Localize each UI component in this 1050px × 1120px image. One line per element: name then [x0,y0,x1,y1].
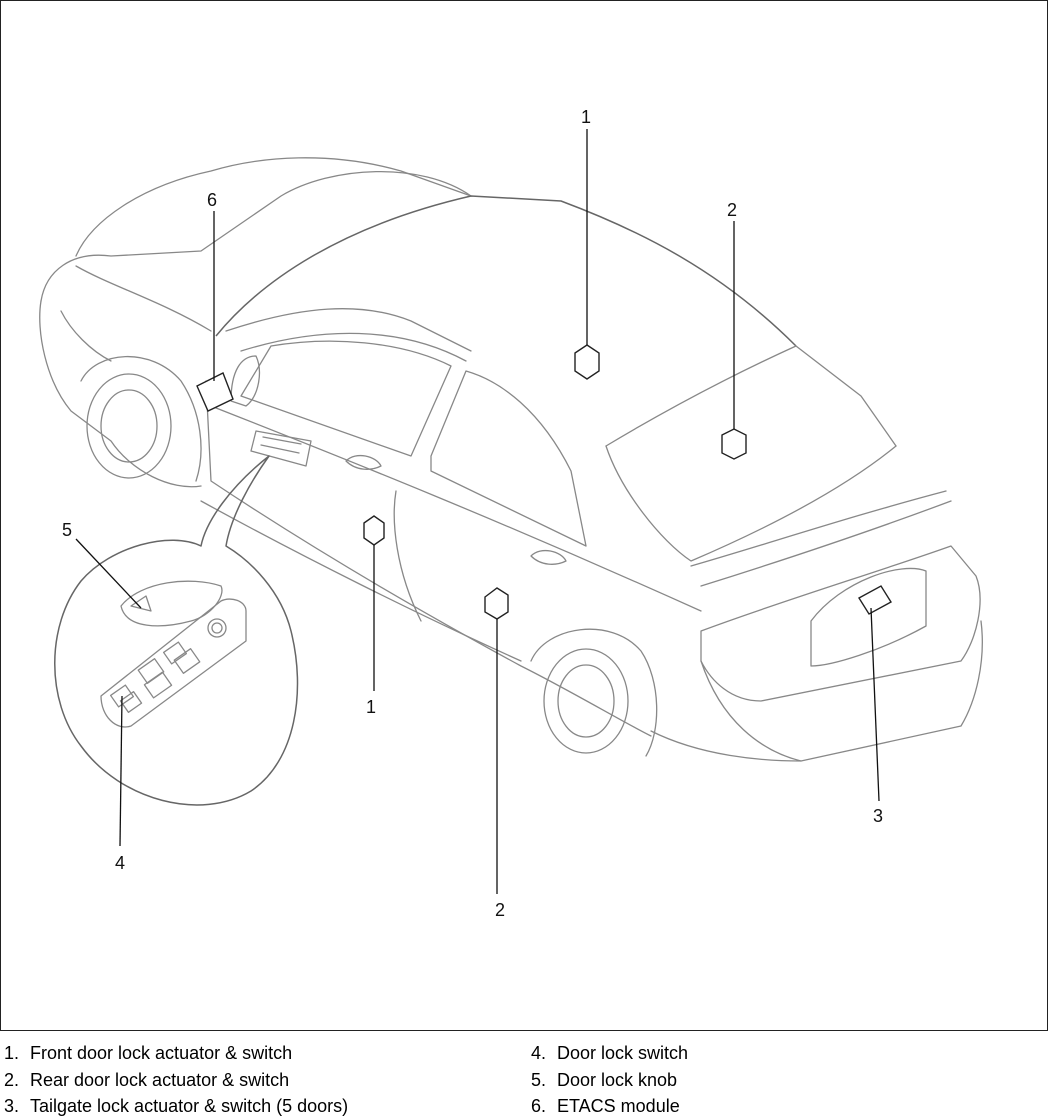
legend-item-text: Front door lock actuator & switch [30,1043,293,1063]
marker-front-door-actuator-roof [574,344,600,380]
legend-item-text: ETACS module [557,1096,680,1116]
legend-item-text: Rear door lock actuator & switch [30,1069,290,1090]
legend-item-number: 1. [4,1043,20,1063]
marker-rear-door-actuator-side [484,587,509,620]
legend-item: 2. Rear door lock actuator & switch [4,1067,348,1094]
callout-6: 6 [207,190,217,210]
legend-item: 4. Door lock switch [531,1040,688,1067]
legend-item-number: 6. [531,1096,547,1116]
legend-item-text: Door lock switch [557,1043,689,1063]
legend-item-text: Tailgate lock actuator & switch (5 doors… [30,1096,349,1116]
callout-2-top: 2 [727,200,737,220]
callout-4: 4 [115,853,125,873]
legend-item-number: 4. [531,1043,547,1063]
door-switch-inset [54,455,299,806]
marker-front-door-actuator-side [363,515,385,546]
callout-1-top: 1 [581,107,591,127]
legend-item-number: 2. [4,1069,20,1090]
callout-3: 3 [873,806,883,826]
callout-1-mid: 1 [366,697,376,717]
legend-item-number: 5. [531,1069,547,1090]
callout-2-bottom: 2 [495,900,505,920]
legend-item-text: Door lock knob [557,1069,678,1090]
legend-column-1: 1. Front door lock actuator & switch 2. Re… [4,1040,348,1120]
legend-column-2: 4. Door lock switch 5. Door lock knob 6. ET… [531,1040,688,1120]
legend: 1. Front door lock actuator & switch 2. Re… [0,1040,1050,1119]
component-markers [196,344,892,620]
diagram-frame: 1 2 6 5 1 4 2 3 [0,0,1048,1031]
legend-item-number: 3. [4,1096,20,1116]
legend-item: 6. ETACS module [531,1093,688,1120]
marker-rear-door-actuator-roof [721,428,747,460]
callout-5: 5 [62,520,72,540]
leader-lines [75,129,880,894]
legend-item: 1. Front door lock actuator & switch [4,1040,348,1067]
car-door-lock-diagram: 1 2 6 5 1 4 2 3 [39,107,983,920]
marker-tailgate-actuator [858,585,892,615]
legend-item: 3. Tailgate lock actuator & switch (5 doo… [4,1093,348,1120]
car-outline [39,157,983,762]
legend-item: 5. Door lock knob [531,1067,688,1094]
marker-etacs-module [196,372,234,412]
